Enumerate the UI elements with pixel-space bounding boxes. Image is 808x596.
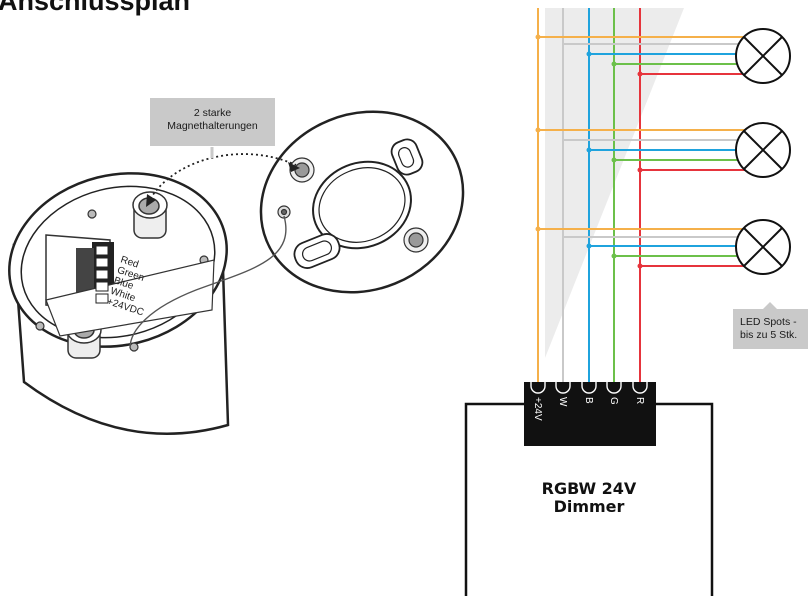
terminal-block [45, 234, 215, 337]
plate-magnet-top [289, 157, 315, 183]
dimmer-terminal-labels: +24V W B G R [532, 397, 645, 421]
bus-wires [537, 8, 641, 382]
plate-screw [277, 205, 291, 219]
lamp-2-icon [735, 122, 791, 178]
terminal-label-red: Red [119, 254, 140, 270]
terminal-g-label: G [608, 397, 619, 405]
dimmer-label: RGBW 24V Dimmer [466, 480, 712, 516]
magnet-post-top [132, 191, 168, 239]
magnet-callout-line2: Magnethalterungen [167, 120, 258, 132]
branch-wires [538, 36, 752, 267]
led-callout-line1: LED Spots - [740, 316, 797, 328]
magnet-callout-line1: 2 starke [193, 107, 232, 119]
arrow-head-plate [288, 162, 300, 172]
dimmer-label-line1: RGBW 24V [541, 479, 637, 498]
led-callout-pointer [762, 302, 778, 310]
terminal-w-label: W [557, 397, 568, 407]
housing-screws [35, 209, 209, 352]
ground-cable [129, 215, 287, 349]
plate-magnet-bottom [403, 227, 429, 253]
terminal-b-label: B [583, 397, 594, 404]
lamp-3-icon [735, 219, 791, 275]
led-spots-callout: LED Spots - bis zu 5 Stk. [733, 309, 808, 349]
terminal-24v-label: +24V [532, 397, 543, 421]
junction-dots [535, 34, 643, 269]
dimmer-label-line2: Dimmer [553, 497, 625, 516]
magnet-callout: 2 starke Magnethalterungen [150, 98, 275, 146]
lamp-1-icon [735, 28, 791, 84]
terminal-r-label: R [634, 397, 645, 404]
led-callout-line2: bis zu 5 Stk. [740, 329, 798, 341]
dimmer-terminal-sockets [530, 382, 648, 394]
page-title: Anschlussplan [0, 0, 191, 16]
arrow-head-post [146, 194, 156, 207]
